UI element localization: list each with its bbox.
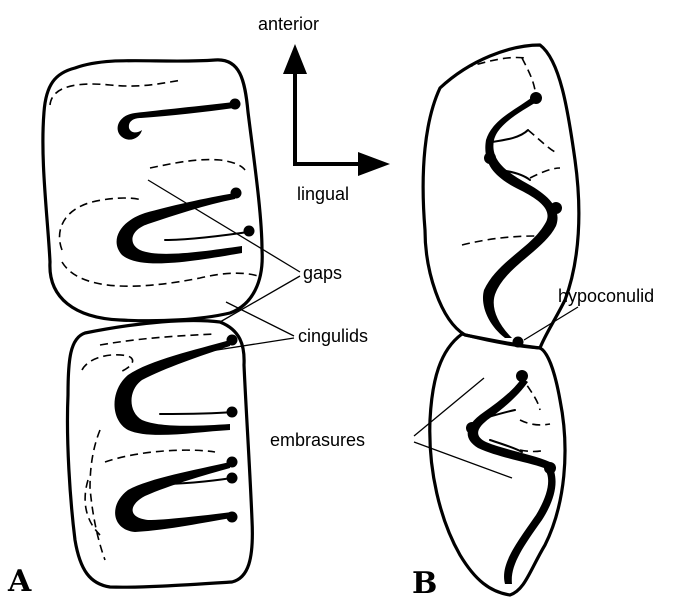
panel-a-upper-outline (43, 60, 262, 321)
panel-a-lower-cusp-3 (227, 457, 238, 468)
cingulids-label: cingulids (298, 326, 368, 346)
panel-a-lower-dash-2 (82, 355, 133, 372)
panel-b-upper-cusp-2 (484, 152, 496, 164)
panel-b-upper-dash-4 (530, 168, 560, 178)
gaps-label: gaps (303, 263, 342, 283)
panel-a-lower-cusp-1 (227, 335, 238, 346)
panel-b-label: B (412, 566, 437, 599)
panel-b-lower-ridge-1 (468, 378, 556, 584)
panel-a-lower-ridge-2 (160, 412, 232, 414)
panel-b-lower-cusp-2 (466, 422, 478, 434)
panel-a-lower-dash-3 (90, 430, 105, 560)
panel-a-upper-ridge-1 (118, 102, 234, 140)
panel-b-upper-ridge-1 (483, 96, 558, 338)
panel-a-lower-cusp-2 (227, 407, 238, 418)
panel-b-upper-outline (423, 45, 579, 348)
panel-a-upper-cingulid-dash-2 (150, 160, 245, 170)
panel-a-upper-cusp-1 (230, 99, 241, 110)
panel-b-upper-dash-5 (462, 236, 535, 245)
panel-a-lower-cusp-5 (227, 512, 238, 523)
panel-b-upper-cusp-3 (550, 202, 562, 214)
embrasures-label: embrasures (270, 430, 365, 450)
panel-a-lower-dash-1 (100, 334, 215, 345)
panel-b-upper-cusp-1 (530, 92, 542, 104)
panel-a-upper-ridge-2 (117, 193, 242, 263)
panel-a-upper-cusp-2 (231, 188, 242, 199)
panel-a: A (7, 60, 262, 599)
panel-a-lower-tooth (67, 320, 252, 587)
panel-a-upper-cusp-3 (244, 226, 255, 237)
panel-b-upper-dash-2 (522, 58, 536, 96)
panel-b-upper-dash-3 (528, 130, 555, 152)
lingual-label: lingual (297, 184, 349, 204)
orientation-indicator: anterior lingual (258, 14, 390, 204)
gaps-leader-2 (220, 276, 300, 322)
hypoconulid-label: hypoconulid (558, 286, 654, 306)
panel-a-lower-ridge-3 (115, 462, 232, 532)
panel-a-upper-cingulid-dash-1 (50, 80, 182, 105)
panel-a-lower-ridge-1 (115, 340, 231, 435)
anterior-label: anterior (258, 14, 319, 34)
panel-a-upper-tooth (43, 60, 262, 321)
panel-b-lower-cusp-3 (544, 462, 556, 474)
lingual-arrowhead (358, 152, 390, 176)
hypoconulid-leader (524, 307, 578, 340)
panel-b-lower-dash-3 (520, 450, 545, 452)
panel-a-lower-dash-4 (105, 450, 215, 462)
panel-b-lower-tooth (430, 334, 565, 595)
panel-b-upper-tooth (423, 45, 579, 348)
panel-b-lower-dash-2 (520, 420, 550, 425)
anterior-arrowhead (283, 44, 307, 74)
panel-a-lower-cusp-4 (227, 473, 238, 484)
panel-a-label: A (7, 564, 32, 599)
panel-b-lower-cusp-1 (516, 370, 528, 382)
panel-a-upper-cingulid-dash-4 (62, 262, 258, 286)
